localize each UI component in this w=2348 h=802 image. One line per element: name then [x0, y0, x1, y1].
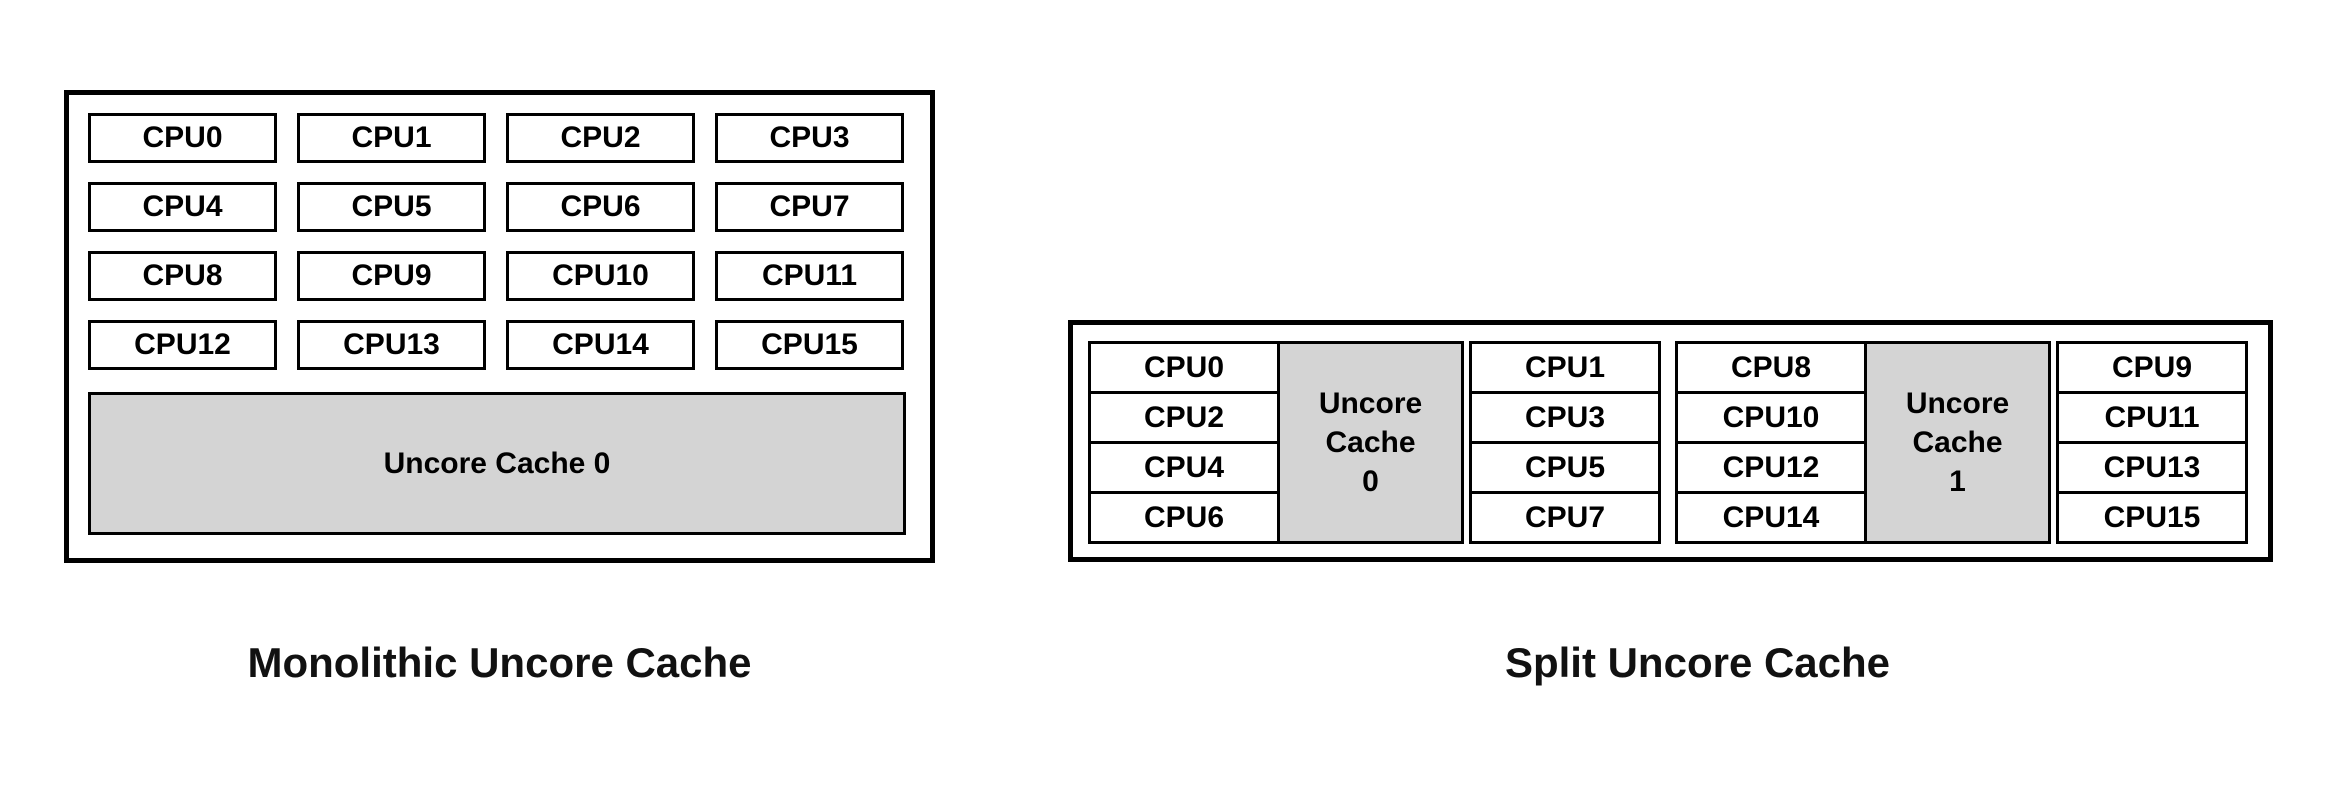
cpu-box: CPU1: [297, 113, 486, 163]
cpu-cell: CPU4: [1088, 441, 1280, 494]
cpu-cell: CPU5: [1469, 441, 1661, 494]
cpu-cell: CPU15: [2056, 491, 2248, 544]
cpu-cell: CPU6: [1088, 491, 1280, 544]
cluster1-right-cpu-column: CPU9 CPU11 CPU13 CPU15: [2056, 341, 2248, 544]
uncore-cache-0-box: Uncore Cache 0: [88, 392, 906, 535]
cpu-box: CPU8: [88, 251, 277, 301]
cpu-cell: CPU14: [1675, 491, 1867, 544]
split-cluster-1: CPU8 CPU10 CPU12 CPU14 Uncore Cache 1 CP…: [1675, 341, 2248, 544]
cache-label-line: 1: [1949, 465, 1966, 498]
cpu-cell: CPU0: [1088, 341, 1280, 394]
cpu-cell: CPU13: [2056, 441, 2248, 494]
monolithic-uncore-diagram: CPU0 CPU1 CPU2 CPU3 CPU4 CPU5 CPU6 CPU7 …: [64, 90, 935, 563]
cpu-box: CPU6: [506, 182, 695, 232]
split-caption: Split Uncore Cache: [1504, 639, 1891, 686]
cpu-box: CPU0: [88, 113, 277, 163]
cluster1-left-cpu-column: CPU8 CPU10 CPU12 CPU14: [1675, 341, 1867, 544]
cpu-box: CPU2: [506, 113, 695, 163]
cpu-box: CPU7: [715, 182, 904, 232]
cpu-box: CPU9: [297, 251, 486, 301]
cpu-cell: CPU7: [1469, 491, 1661, 544]
cpu-box: CPU10: [506, 251, 695, 301]
cpu-cell: CPU10: [1675, 391, 1867, 444]
cache-label-line: Cache: [1912, 426, 2003, 459]
cache-label-line: Cache: [1325, 426, 1416, 459]
cpu-cell: CPU3: [1469, 391, 1661, 444]
cpu-cell: CPU8: [1675, 341, 1867, 394]
cache-label-line: Uncore: [1905, 387, 2010, 420]
cpu-box: CPU13: [297, 320, 486, 370]
cpu-cell: CPU9: [2056, 341, 2248, 394]
cpu-box: CPU3: [715, 113, 904, 163]
cpu-box: CPU11: [715, 251, 904, 301]
cpu-box: CPU14: [506, 320, 695, 370]
cache-label-line: 0: [1362, 465, 1379, 498]
uncore-cache-0-cell: Uncore Cache 0: [1277, 341, 1464, 544]
cpu-cell: CPU2: [1088, 391, 1280, 444]
monolithic-caption: Monolithic Uncore Cache: [247, 639, 752, 686]
uncore-cache-1-cell: Uncore Cache 1: [1864, 341, 2051, 544]
cpu-cell: CPU11: [2056, 391, 2248, 444]
cluster0-left-cpu-column: CPU0 CPU2 CPU4 CPU6: [1088, 341, 1280, 544]
cache-label-line: Uncore: [1318, 387, 1423, 420]
cpu-cell: CPU12: [1675, 441, 1867, 494]
cpu-box: CPU12: [88, 320, 277, 370]
cpu-cell: CPU1: [1469, 341, 1661, 394]
split-uncore-diagram: CPU0 CPU2 CPU4 CPU6 Uncore Cache 0 CPU1 …: [1068, 320, 2273, 562]
cluster0-right-cpu-column: CPU1 CPU3 CPU5 CPU7: [1469, 341, 1661, 544]
cpu-box: CPU4: [88, 182, 277, 232]
cpu-box: CPU15: [715, 320, 904, 370]
cpu-box: CPU5: [297, 182, 486, 232]
monolithic-cpu-grid: CPU0 CPU1 CPU2 CPU3 CPU4 CPU5 CPU6 CPU7 …: [88, 113, 904, 370]
split-cluster-0: CPU0 CPU2 CPU4 CPU6 Uncore Cache 0 CPU1 …: [1088, 341, 1661, 544]
